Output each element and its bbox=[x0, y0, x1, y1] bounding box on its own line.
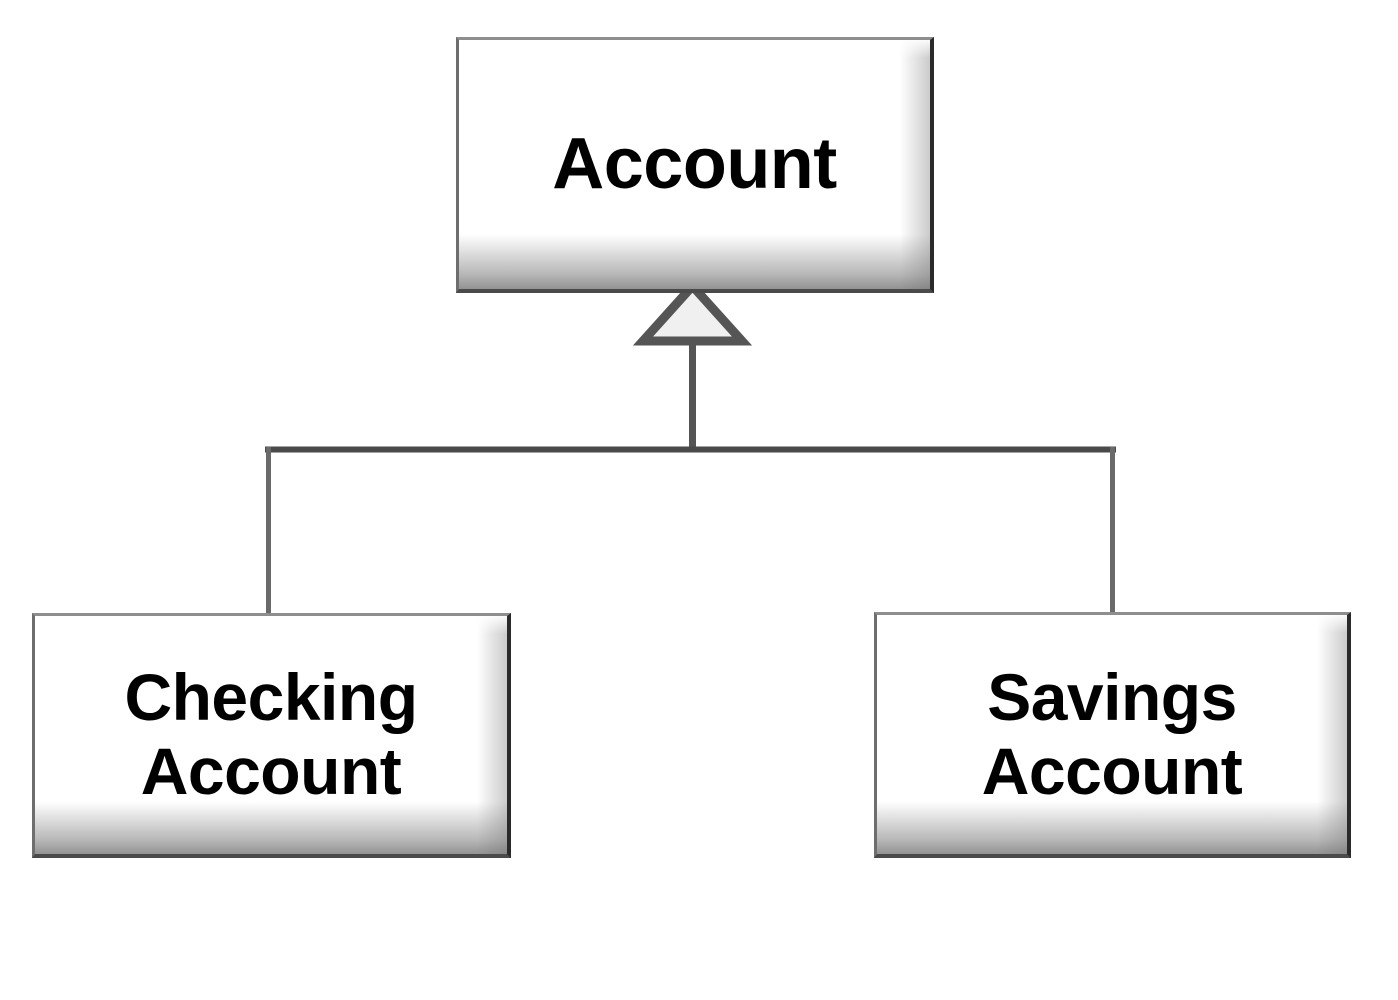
class-box-account[interactable]: Account bbox=[456, 37, 934, 293]
generalization-arrowhead-icon bbox=[632, 279, 753, 346]
class-box-savings-account[interactable]: Savings Account bbox=[874, 612, 1351, 858]
class-name-checking-account: Checking Account bbox=[124, 660, 418, 808]
class-box-checking-account[interactable]: Checking Account bbox=[32, 613, 511, 858]
class-name-account: Account bbox=[552, 124, 837, 205]
class-name-savings-account: Savings Account bbox=[981, 659, 1243, 808]
